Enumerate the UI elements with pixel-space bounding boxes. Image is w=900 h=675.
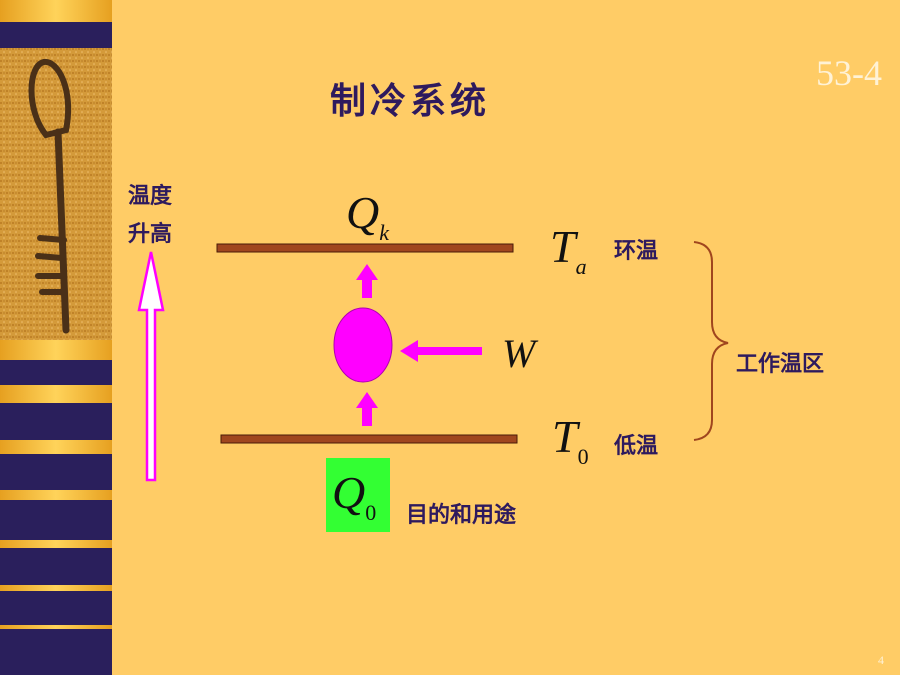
slide-id: 53-4 (816, 53, 882, 93)
ambient-temp-symbol: Ta (550, 221, 587, 279)
working-range-label: 工作温区 (736, 352, 825, 377)
sidebar-decoration (0, 0, 112, 675)
work-symbol: W (502, 331, 536, 376)
low-temp-symbol: T0 (552, 411, 589, 469)
work-arrow (400, 340, 482, 362)
heat-in-arrow (356, 392, 378, 426)
slide-title: 制冷系统 (330, 81, 491, 122)
q0-highlight (326, 458, 390, 532)
key-image (28, 59, 72, 334)
refrigeration-machine (333, 307, 393, 383)
page-number: 4 (878, 653, 884, 667)
high-temp-plate (216, 243, 514, 253)
ambient-temp-label: 环温 (614, 239, 659, 264)
temp-rise-label-line2: 升高 (128, 222, 173, 247)
temp-rise-label-line1: 温度 (128, 184, 173, 209)
purpose-label: 目的和用途 (406, 503, 517, 528)
low-temp-plate (220, 434, 518, 444)
heat-absorbed-symbol: Q0 (332, 467, 377, 525)
low-temp-label: 低温 (614, 434, 659, 459)
heat-rejected-symbol: Qk (346, 187, 389, 245)
heat-out-arrow (356, 264, 378, 298)
temp-rise-arrow (137, 251, 165, 482)
working-range-brace (693, 241, 729, 441)
